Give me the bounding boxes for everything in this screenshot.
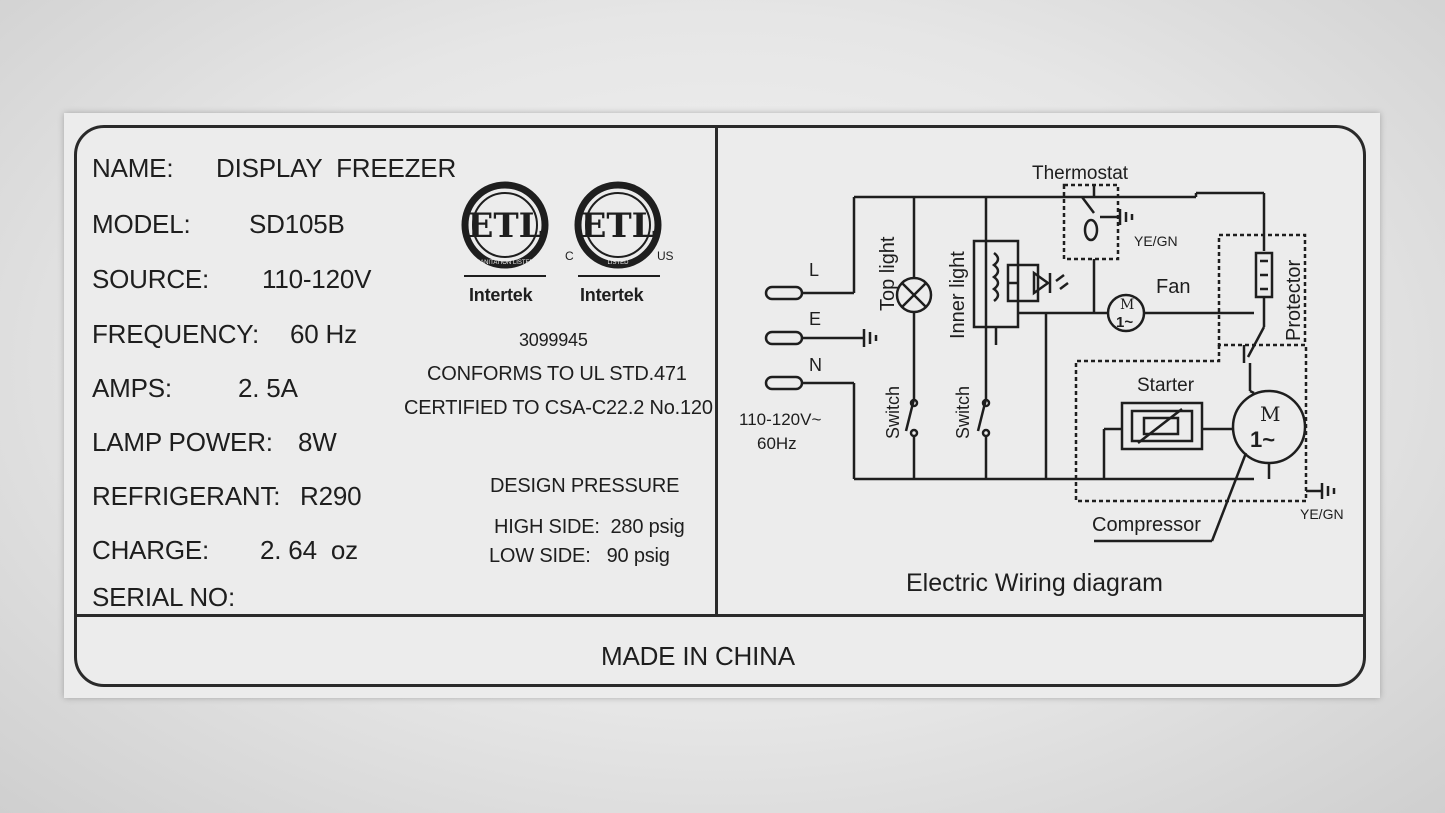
svg-text:N: N: [809, 355, 822, 375]
amps-label: AMPS:: [92, 373, 172, 403]
svg-text:Compressor: Compressor: [1092, 514, 1201, 536]
svg-text:YE/GN: YE/GN: [1300, 506, 1344, 522]
svg-text:SANITATION LISTED: SANITATION LISTED: [476, 260, 534, 266]
charge-label: CHARGE:: [92, 535, 210, 565]
svg-text:ETL: ETL: [580, 206, 655, 246]
wiring-diagram: L E N 110-120V~ 60Hz Top light Inner lig…: [739, 163, 1344, 597]
logo1-brand: Intertek: [469, 285, 533, 305]
lamp-power-label: LAMP POWER:: [92, 427, 273, 457]
amps-value: 2. 5A: [238, 373, 298, 403]
svg-text:Inner light: Inner light: [947, 251, 969, 339]
svg-text:Thermostat: Thermostat: [1032, 163, 1129, 184]
design-pressure-title: DESIGN PRESSURE: [490, 475, 680, 497]
source-label: SOURCE:: [92, 264, 210, 294]
svg-text:Starter: Starter: [1137, 375, 1195, 396]
svg-text:Top light: Top light: [877, 236, 899, 311]
csa-certification: CERTIFIED TO CSA-C22.2 No.120: [404, 397, 713, 419]
svg-text:1~: 1~: [1250, 427, 1275, 452]
lamp-power-value: 8W: [298, 427, 337, 457]
serial-label: SERIAL NO:: [92, 582, 235, 612]
etl-listed-logo: ETL LISTED: [574, 181, 662, 269]
logo2-rule: [578, 275, 660, 277]
name-label: NAME:: [92, 153, 174, 183]
svg-text:E: E: [809, 309, 821, 329]
svg-text:ETL: ETL: [467, 206, 542, 246]
rating-plate: NAME: DISPLAY FREEZER MODEL: SD105B SOUR…: [64, 113, 1380, 698]
refrigerant-label: REFRIGERANT:: [92, 481, 281, 511]
logo2-c-mark: C: [565, 249, 574, 263]
plate-border: [74, 125, 1366, 687]
frequency-label: FREQUENCY:: [92, 319, 260, 349]
svg-text:M: M: [1260, 402, 1280, 426]
svg-text:YE/GN: YE/GN: [1134, 233, 1178, 249]
model-label: MODEL:: [92, 209, 191, 239]
svg-text:M: M: [1120, 297, 1134, 313]
svg-text:60Hz: 60Hz: [757, 434, 797, 453]
svg-text:110-120V~: 110-120V~: [739, 410, 821, 429]
svg-text:Fan: Fan: [1156, 276, 1190, 298]
model-value: SD105B: [249, 209, 345, 239]
svg-text:Protector: Protector: [1283, 260, 1305, 341]
refrigerant-value: R290: [300, 481, 362, 511]
svg-text:Switch: Switch: [953, 386, 973, 439]
high-side-pressure: HIGH SIDE: 280 psig: [494, 516, 685, 538]
ul-conformance: CONFORMS TO UL STD.471: [427, 363, 687, 385]
svg-text:1~: 1~: [1116, 314, 1133, 331]
logo2-brand: Intertek: [580, 285, 644, 305]
horizontal-divider: [74, 614, 1366, 617]
made-in-china: MADE IN CHINA: [601, 641, 795, 671]
low-side-pressure: LOW SIDE: 90 psig: [489, 545, 670, 567]
vertical-divider: [715, 125, 718, 616]
charge-value: 2. 64 oz: [260, 535, 358, 565]
source-value: 110-120V: [262, 264, 372, 294]
etl-sanitation-logo: ETL SANITATION LISTED: [461, 181, 549, 269]
svg-text:LISTED: LISTED: [607, 260, 629, 266]
name-value: DISPLAY FREEZER: [216, 153, 457, 183]
frequency-value: 60 Hz: [290, 319, 357, 349]
cert-number: 3099945: [519, 330, 588, 350]
svg-text:L: L: [809, 260, 819, 280]
svg-text:Switch: Switch: [883, 386, 903, 439]
logo1-rule: [464, 275, 546, 277]
svg-text:Electric Wiring diagram: Electric Wiring diagram: [906, 569, 1163, 597]
logo2-us-mark: US: [657, 249, 674, 263]
